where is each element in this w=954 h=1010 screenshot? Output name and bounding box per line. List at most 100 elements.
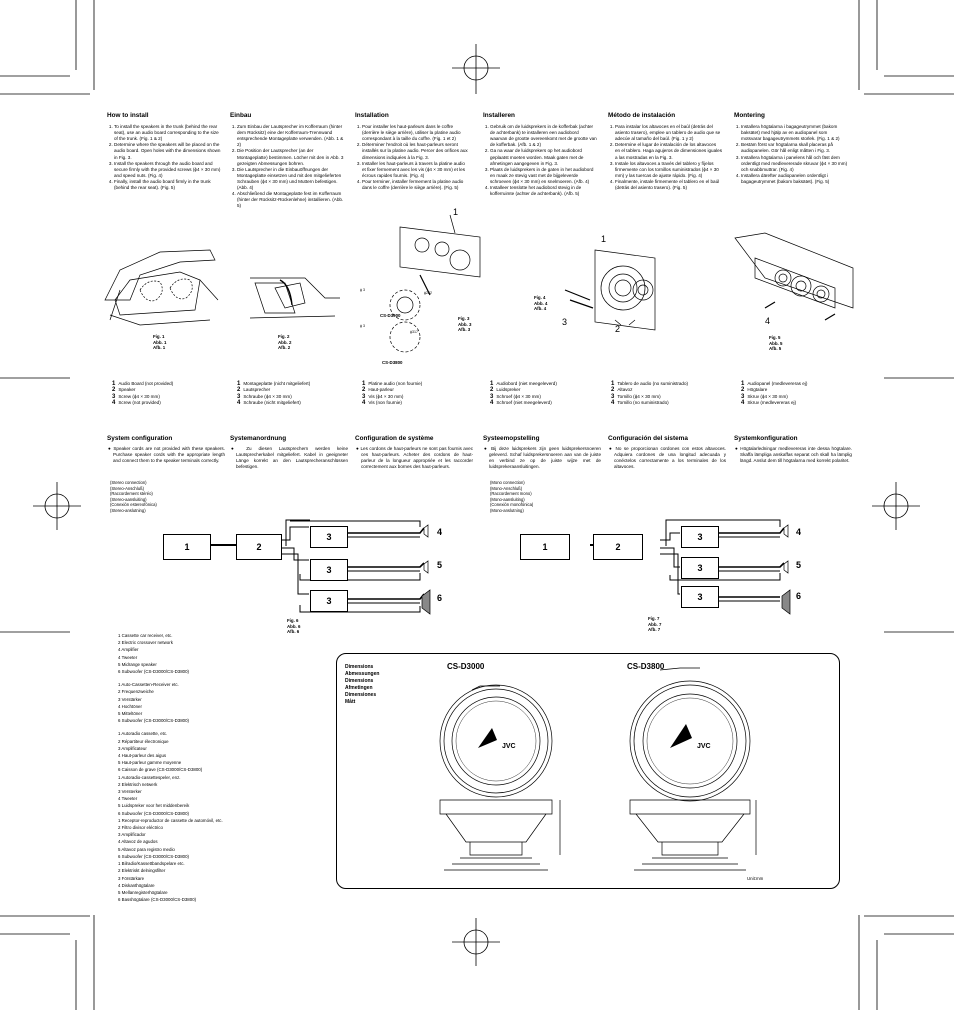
legend-item: 2 Elektriskt delningsfilter <box>118 868 166 874</box>
install-es-step: Finalmente, instale firmemente el tabler… <box>615 179 722 191</box>
dim-label: Afmetingen <box>345 685 373 691</box>
legend-item: 5 Luidspreker voor het middenbereik <box>118 803 190 809</box>
part-label: Screw (ϕ4 × 30 mm) <box>118 393 160 399</box>
legend-item: 3 Verstärker <box>118 696 142 702</box>
legend-item: 2 Frequenzweiche <box>118 689 154 695</box>
brand-logo: JVC <box>502 743 516 750</box>
install-nl-step: Installeer tenslotte het audiobord stevi… <box>490 185 597 197</box>
system-sv-title: Systemkonfiguration <box>734 435 798 442</box>
system-nl-title: Systeemopstelling <box>483 435 540 442</box>
legend-item: 6 Subwoofer (CS-D3000/CS-D3800) <box>118 669 190 675</box>
part-label: Schroef (niet meegeleverd) <box>496 400 552 406</box>
fig3-model-b: CS-D3800 <box>382 360 403 365</box>
mono-labels: (Mono connection) (Mono-Anschluß) (Racco… <box>490 480 533 514</box>
install-fr: Installation Pour installer les haut-par… <box>355 112 469 191</box>
part-label: Screw (not provided) <box>118 400 161 406</box>
dimensions-panel: Dimensions Abmessungen Dimensions Afmeti… <box>336 653 840 889</box>
system-de-text: Zu diesen Lautsprechern werden keine Lau… <box>236 446 348 469</box>
part-label: Schraube (nicht mitgeliefert) <box>243 400 301 406</box>
fig5-callout-4: 4 <box>765 316 770 326</box>
legend-item: 6 Subwoofer (CS-D3000/CS-D3800) <box>118 810 190 816</box>
install-es-step: Determine el lugar de instalación de los… <box>615 142 722 160</box>
legend-item: 4 Altavoz de agudos <box>118 839 158 845</box>
install-nl-step: Ga na waar de luidsprekers op het audiob… <box>490 148 597 166</box>
part-label: Altavoz <box>617 387 633 393</box>
dim-label: Dimensiones <box>345 692 377 698</box>
system-es: Configuración del sistema ● No se propor… <box>608 435 726 469</box>
legend-item: 4 Haut-parleur des aigus <box>118 753 167 759</box>
system-en-text: Speaker cords are not provided with thes… <box>113 446 225 463</box>
label-subwoofer: 6 <box>796 591 802 601</box>
install-fr-title: Installation <box>355 112 389 119</box>
part-label: Schraube (ϕ4 × 30 mm) <box>243 393 292 399</box>
part-label: Schroef (ϕ4 × 30 mm) <box>496 393 541 399</box>
connection-label: (Stereo-anslutning) <box>110 507 146 513</box>
unit-label: Unit:mm <box>747 876 764 881</box>
fig4-caption: Fig. 4 Abb. 4 Afb. 4 <box>534 295 548 312</box>
system-fr-title: Configuration de système <box>355 435 434 442</box>
block-amplifier: 3 <box>310 590 348 612</box>
dim-label: Mått <box>345 699 356 705</box>
system-es-text: No se proporcionan cordones con estos al… <box>614 446 726 469</box>
part-label: Lautsprecher <box>243 387 271 393</box>
connection-label: (Stereo connection) <box>110 480 147 485</box>
legend-item: 5 Mitteltöner <box>118 711 143 717</box>
install-nl-step: Gebruik om de luidsprekers in de kofferb… <box>490 124 597 148</box>
install-de-step: Die Lautsprecher in die Einbauöffnungen … <box>237 167 344 191</box>
legend-item: 2 Electric crossover network <box>118 640 173 646</box>
install-sv-step: Installera högtalarna i bagageutrymmet (… <box>741 124 848 142</box>
fig1-car-trunk-illustration <box>104 249 219 326</box>
dimensions-heading: Dimensions Abmessungen Dimensions Afmeti… <box>345 664 379 706</box>
connection-label: (Mono connection) <box>490 480 525 485</box>
install-sv-step: Installera högtalarna i panelens hål och… <box>741 155 848 173</box>
install-nl-title: Installeren <box>483 112 515 119</box>
fig3-dim-a1: ϕ282 <box>424 291 432 295</box>
install-en-step: Install the speakers through the audio b… <box>114 161 221 179</box>
jvc-logo-a-icon <box>670 724 692 748</box>
system-nl-text: Bij deze luidsprekers zijn geen luidspre… <box>489 446 601 469</box>
jvc-logo-a-icon <box>478 728 497 748</box>
speaker-symbol-icon <box>781 524 791 615</box>
system-sv: Systemkonfiguration ● Högtalarledningar … <box>734 435 852 463</box>
label-midrange: 5 <box>437 560 443 570</box>
connection-label: (Mono-Anschluß) <box>490 485 523 491</box>
install-en-step: Determine where the speakers will be pla… <box>114 142 221 160</box>
system-en: System configuration ● Speaker cords are… <box>107 435 225 463</box>
legend-item: 1 Cassette car receiver, etc. <box>118 633 173 638</box>
fig3-dim-b1: ϕ317 <box>410 330 418 334</box>
legend-item: 5 Altavoz para registro medio <box>118 846 175 852</box>
dim-label: Dimensions <box>345 678 374 684</box>
part-label: Speaker <box>118 387 136 393</box>
connection-label: (Stereo-Anschluß) <box>110 485 144 491</box>
fig3-model-a: CS-D3000 <box>380 313 401 318</box>
block-amplifier: 3 <box>310 559 348 581</box>
install-en: How to install To install the speakers i… <box>107 112 221 191</box>
part-label: Luidspreker <box>496 387 521 393</box>
legend-item: 4 Diskanthögtalare <box>118 882 155 888</box>
legend-item: 3 Amplificador <box>118 832 146 838</box>
part-label: Skruv (ϕ4 × 30 mm) <box>747 393 788 399</box>
legend-item: 6 Caisson de grave (CS-D3000/CS-D3800) <box>118 767 203 773</box>
part-label: Audio Board (not provided) <box>118 381 174 386</box>
legend-item: 6 Basshögtalare (CS-D3000/CS-D3800) <box>118 897 197 903</box>
install-sv: Montering Installera högtalarna i bagage… <box>734 112 848 185</box>
connection-label: (Stereo-aansluiting) <box>110 496 147 502</box>
system-fr-text: Les cordons de haut-parleurs ne sont pas… <box>360 446 473 469</box>
install-en-step: To install the speakers in the trunk (be… <box>114 124 221 142</box>
part-label: Tornillo (ϕ4 × 30 mm) <box>617 393 661 399</box>
legend-item: 3 Versterker <box>118 789 142 795</box>
legend-item: 1 Autoradio cassette, etc. <box>118 731 168 737</box>
fig3-hole-dimensions-illustration: 1 ϕ 3 ϕ282 CS-D3000 ϕ 3 ϕ317 <box>360 207 481 353</box>
registration-target-icon <box>33 44 920 966</box>
fig5-caption: Fig. 5 Abb. 5 Afb. 5 <box>769 335 783 352</box>
fig2-caption: Fig. 2 Abb. 2 Afb. 2 <box>278 334 292 351</box>
legend-item: 1 Bilradio/Kassettbandspelare etc. <box>118 861 185 867</box>
legend-item: 2 Répartiteur électronique <box>118 738 169 744</box>
install-es-step: Para instalar los altavoces en el baúl (… <box>615 124 722 142</box>
fig5-board-install-illustration: 4 <box>734 232 854 326</box>
legend-item: 6 Subwoofer (CS-D3000/CS-D3800) <box>118 718 190 724</box>
fig2-audio-board-illustration <box>249 277 340 319</box>
